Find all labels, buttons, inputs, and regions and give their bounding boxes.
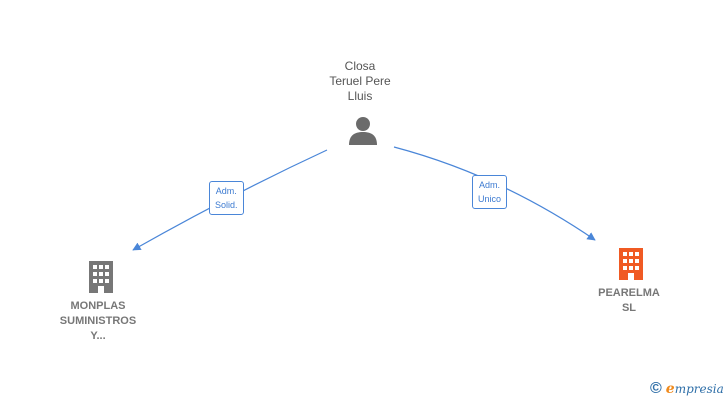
brand-logo: © empresia [650, 379, 724, 399]
company-name-line: MONPLAS [70, 300, 126, 312]
person-name-line: Closa [344, 59, 376, 73]
brand-rest: mpresia [674, 382, 724, 396]
person-name-line: Teruel Pere [329, 74, 391, 88]
copyright-icon: © [650, 380, 662, 397]
company-name-line: PEARELMA [598, 287, 660, 299]
edge-label-line: Adm. [215, 186, 237, 196]
person-name-line: Lluis [347, 89, 373, 103]
company-name-monplas[interactable]: MONPLAS SUMINISTROS Y... [38, 299, 158, 344]
building-icon[interactable] [616, 246, 646, 280]
company-name-line: SUMINISTROS [59, 315, 137, 327]
company-name-line: SL [621, 302, 637, 314]
person-icon[interactable] [347, 115, 379, 145]
company-name-pearelma[interactable]: PEARELMA SL [569, 286, 689, 316]
edge-label-adm-unico[interactable]: Adm. Unico [472, 175, 508, 209]
edge-label-line: Solid. [215, 200, 238, 210]
building-icon[interactable] [86, 259, 116, 293]
person-name[interactable]: Closa Teruel Pere Lluis [300, 59, 420, 104]
company-name-line: Y... [90, 330, 106, 342]
brand-name: empresia [666, 381, 724, 397]
brand-initial: e [665, 381, 675, 397]
edge-label-adm-solid[interactable]: Adm. Solid. [209, 181, 244, 215]
edge-label-line: Unico [478, 194, 502, 204]
edge-label-line: Adm. [479, 180, 501, 190]
